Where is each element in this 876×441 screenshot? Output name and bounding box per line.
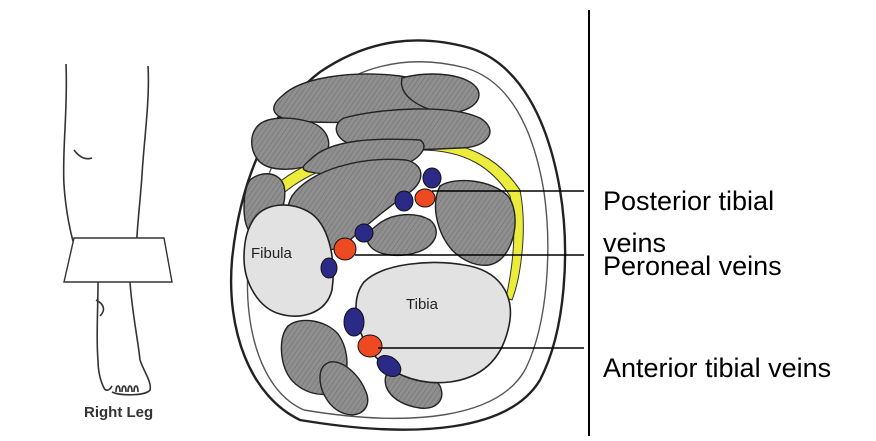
anterior-tibial-artery — [358, 335, 382, 357]
shin-left — [97, 282, 98, 360]
peroneal-veins-label: Peroneal veins — [603, 252, 782, 280]
tibia-label: Tibia — [406, 296, 439, 313]
posterior-tibial-vein-2 — [395, 191, 413, 211]
leg-illustration — [64, 64, 172, 395]
fibula-label: Fibula — [251, 245, 293, 262]
right-leg-caption: Right Leg — [84, 404, 153, 421]
peroneal-vein-1 — [355, 224, 373, 242]
knee-curve — [74, 150, 92, 159]
posterior-tibial-vein-1 — [423, 168, 441, 188]
anterior-tibial-vein-1 — [344, 308, 364, 336]
cross-section-plane — [64, 238, 172, 282]
shin-right — [130, 282, 140, 360]
toes — [116, 386, 138, 392]
thigh-outline-right — [136, 66, 148, 258]
peroneal-vein-2 — [321, 258, 337, 278]
foot-outline — [98, 360, 150, 395]
peroneal-artery — [334, 238, 356, 260]
thigh-outline — [64, 64, 78, 258]
cross-section: Fibula Tibia — [231, 40, 565, 429]
anterior-tibial-veins-label: Anterior tibial veins — [603, 354, 831, 382]
